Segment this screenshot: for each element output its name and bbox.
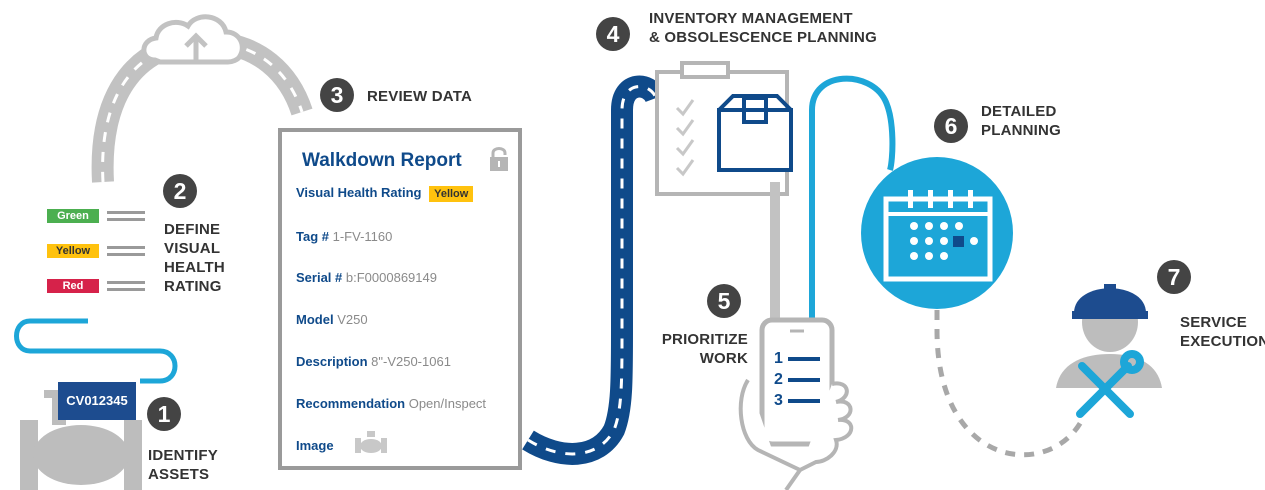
- report-rating-row: Visual Health Rating Yellow: [296, 185, 474, 202]
- blue-road-dashes: [527, 85, 658, 456]
- step-2-number: 2: [163, 174, 197, 208]
- step-4-number: 4: [596, 17, 630, 51]
- cloud-upload-icon: [141, 14, 245, 65]
- step-1-label-line-1: IDENTIFY: [148, 447, 218, 464]
- step-2-label-line-2: VISUAL: [164, 240, 221, 257]
- rating-tag-red: Red: [47, 279, 99, 293]
- walkdown-report-card: Walkdown Report Visual Health Rating Yel…: [278, 128, 522, 470]
- step-7-label-line-1: SERVICE: [1180, 314, 1247, 331]
- report-title: Walkdown Report: [302, 150, 462, 171]
- lock-icon: [490, 147, 508, 171]
- report-image-label: Image: [296, 438, 334, 453]
- report-row-tag: Tag # 1-FV-1160: [296, 229, 392, 245]
- rating-tag-green: Green: [47, 209, 99, 223]
- technician-icon: [1056, 284, 1162, 388]
- step-4-label: INVENTORY MANAGEMENT & OBSOLESCENCE PLAN…: [649, 9, 877, 47]
- step-2-label: DEFINE VISUAL HEALTH RATING: [164, 220, 225, 296]
- report-row-label: Tag #: [296, 229, 329, 244]
- screwdriver-icon: [1078, 362, 1134, 418]
- step-5-label: PRIORITIZE WORK: [640, 330, 748, 368]
- step-2-label-line-1: DEFINE: [164, 221, 221, 238]
- step-3-number: 3: [320, 78, 354, 112]
- gray-arch-road-dashes: [101, 40, 304, 183]
- report-row-value: 1-FV-1160: [332, 229, 393, 244]
- light-blue-line: [809, 75, 896, 322]
- report-row-label: Serial #: [296, 270, 343, 285]
- phone-list-number-2: 2: [774, 371, 783, 388]
- blue-road: [522, 75, 667, 465]
- step-1-number: 1: [147, 397, 181, 431]
- valve-thumbnail-icon: [355, 431, 387, 453]
- gray-connector: [770, 182, 780, 322]
- phone-list-number-1: 1: [774, 350, 783, 367]
- step-6-label-line-1: DETAILED: [981, 103, 1057, 120]
- report-row-label: Description: [296, 354, 368, 369]
- report-row-value: 8"-V250-1061: [371, 354, 451, 369]
- step-4-label-line-1: INVENTORY MANAGEMENT: [649, 10, 853, 27]
- step-2-label-line-3: HEALTH: [164, 259, 225, 276]
- step-3-label: REVIEW DATA: [367, 87, 472, 106]
- step-1-label: IDENTIFY ASSETS: [148, 446, 218, 484]
- step-5-label-line-2: WORK: [699, 350, 748, 367]
- report-row-label: Recommendation: [296, 396, 406, 411]
- report-row-serial: Serial # b:F0000869149: [296, 270, 437, 286]
- step-6-label: DETAILED PLANNING: [981, 102, 1061, 140]
- hand-icon: [738, 378, 854, 490]
- step-7-label: SERVICE EXECUTION: [1180, 313, 1265, 351]
- asset-tag: CV012345: [58, 382, 136, 420]
- report-row-recommendation: Recommendation Open/Inspect: [296, 396, 486, 412]
- step-7-number: 7: [1157, 260, 1191, 294]
- rating-lines: [107, 211, 145, 291]
- report-row-description: Description 8"-V250-1061: [296, 354, 451, 370]
- report-row-label: Model: [296, 312, 334, 327]
- report-rating-label: Visual Health Rating: [296, 185, 422, 200]
- step-5-number: 5: [707, 284, 741, 318]
- dashed-connector: [934, 310, 1085, 458]
- step-3-label-line-1: REVIEW DATA: [367, 88, 472, 105]
- calendar-icon: [861, 157, 1013, 309]
- step-6-number: 6: [934, 109, 968, 143]
- phone-list-number-3: 3: [774, 392, 783, 409]
- report-row-image: Image: [296, 438, 334, 454]
- rating-tag-yellow: Yellow: [47, 244, 99, 258]
- report-row-value: b:F0000869149: [345, 270, 437, 285]
- report-rating-badge: Yellow: [429, 186, 474, 202]
- step-6-label-line-2: PLANNING: [981, 122, 1061, 139]
- report-row-value: Open/Inspect: [408, 396, 487, 411]
- report-row-model: Model V250: [296, 312, 368, 328]
- report-row-value: V250: [337, 312, 368, 327]
- box-icon: [717, 94, 793, 172]
- step-5-label-line-1: PRIORITIZE: [661, 331, 748, 348]
- blue-squiggle-line: [14, 318, 178, 384]
- step-1-label-line-2: ASSETS: [148, 466, 210, 483]
- step-7-label-line-2: EXECUTION: [1180, 333, 1265, 350]
- step-4-label-line-2: & OBSOLESCENCE PLANNING: [649, 29, 877, 46]
- step-2-label-line-4: RATING: [164, 278, 222, 295]
